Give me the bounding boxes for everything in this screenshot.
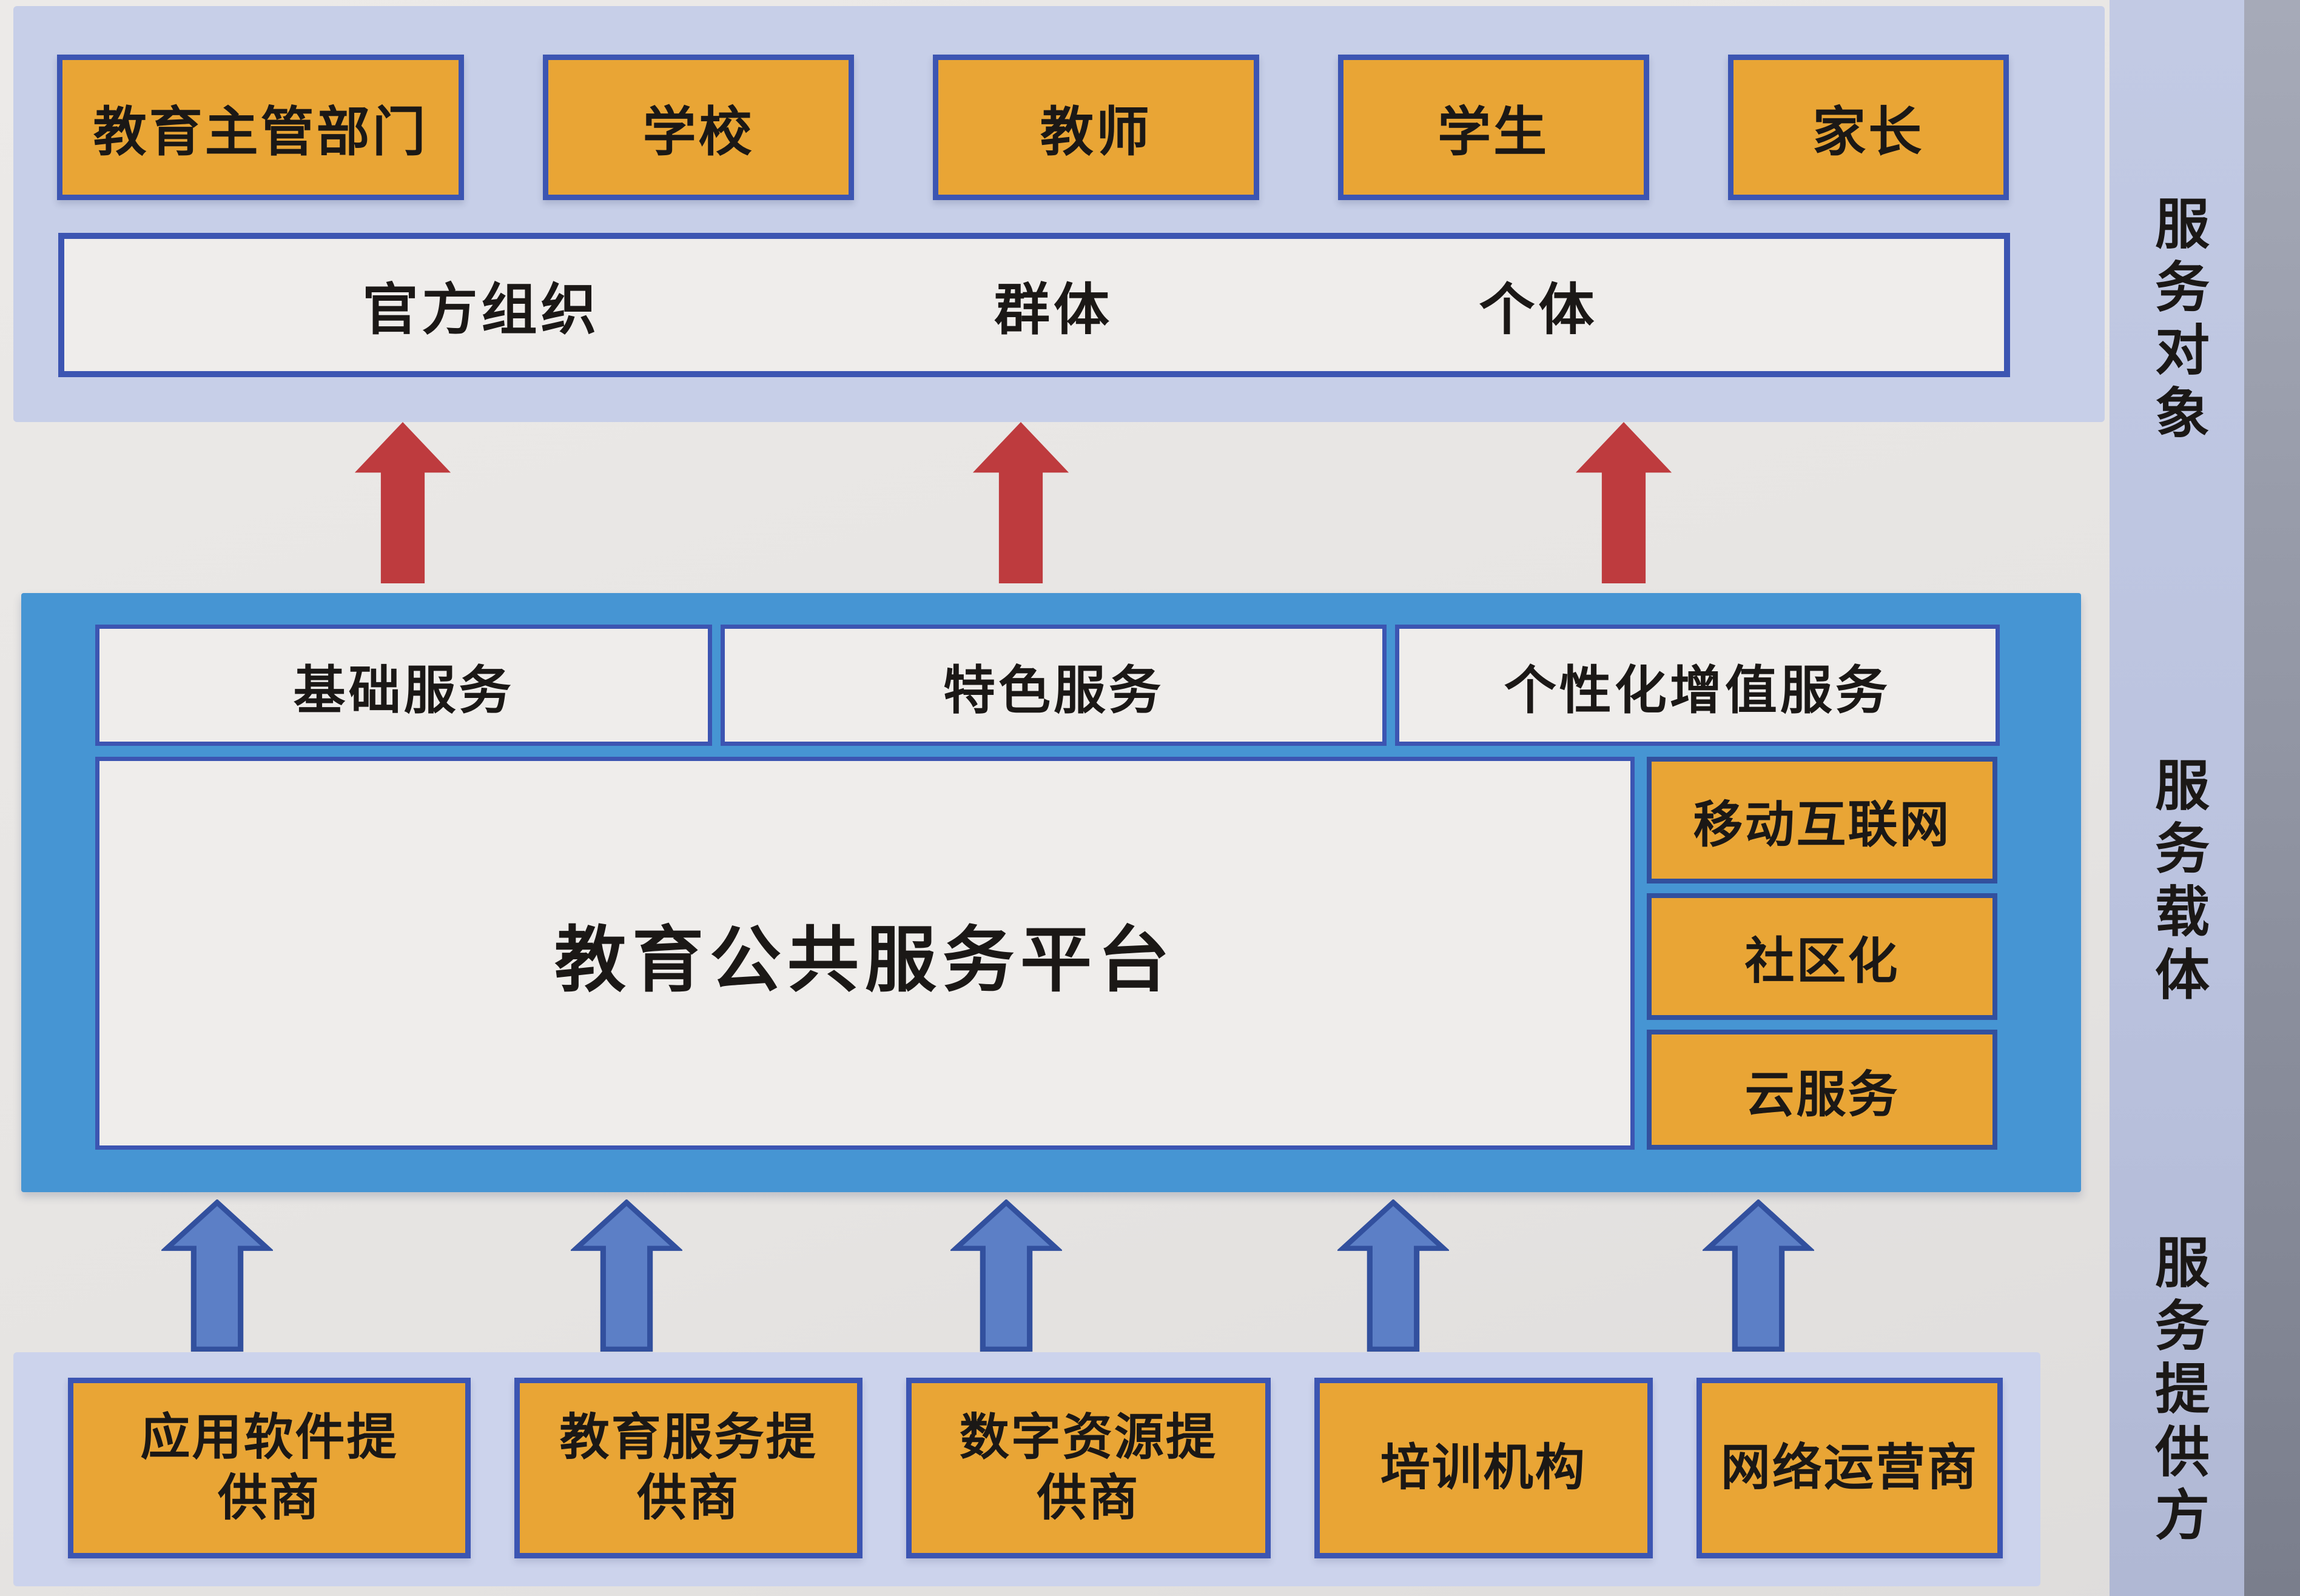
blue-up-arrow-icon	[161, 1199, 273, 1352]
audience-box-label: 学校	[642, 101, 755, 162]
feature-box-cloud-service: 云服务	[1647, 1030, 1997, 1150]
provider-label: 应用软件提 供商	[140, 1409, 398, 1526]
audience-type-group: 群体	[994, 279, 1113, 341]
audience-type-official-org: 官方组织	[362, 279, 600, 341]
education-public-service-platform-box: 教育公共服务平台	[95, 757, 1635, 1150]
provider-box-digital-resource: 数字资源提 供商	[906, 1378, 1271, 1558]
blue-up-arrow-icon	[1337, 1199, 1449, 1352]
platform-feature-stack: 移动互联网 社区化 云服务	[1647, 757, 1997, 1150]
audience-box-parent: 家长	[1727, 55, 2009, 200]
provider-label: 数字资源提 供商	[959, 1409, 1217, 1526]
red-up-arrow-icon	[969, 422, 1073, 583]
feature-box-community: 社区化	[1647, 893, 1997, 1021]
sidebar-label-service-provider: 服务提供方	[2147, 1234, 2207, 1549]
audience-box-label: 教师	[1040, 101, 1152, 162]
audience-box-label: 家长	[1812, 101, 1925, 162]
provider-label: 网络运营商	[1720, 1440, 1979, 1495]
service-type-row: 基础服务 特色服务 个性化增值服务	[95, 625, 2000, 746]
service-type-featured: 特色服务	[721, 625, 1387, 746]
provider-box-network-operator: 网络运营商	[1696, 1378, 2003, 1558]
audience-box-label: 学生	[1438, 101, 1550, 162]
sidebar-label-service-carrier: 服务载体	[2147, 757, 2207, 1009]
audience-box-teacher: 教师	[933, 55, 1259, 200]
audience-box-education-authority: 教育主管部门	[57, 55, 465, 200]
sidebar-label-service-audience: 服务对象	[2147, 195, 2207, 448]
category-sidebar: 服务对象 服务载体 服务提供方	[2110, 0, 2244, 1596]
service-type-label: 个性化增值服务	[1504, 661, 1891, 720]
feature-box-mobile-internet: 移动互联网	[1647, 757, 1997, 884]
red-up-arrow-icon	[351, 422, 455, 583]
audience-box-row: 教育主管部门 学校 教师 学生 家长	[57, 55, 2009, 200]
service-type-personalized-value-added: 个性化增值服务	[1394, 625, 2000, 746]
feature-label: 社区化	[1744, 934, 1900, 990]
provider-box-training-institution: 培训机构	[1314, 1378, 1653, 1558]
feature-label: 云服务	[1744, 1067, 1900, 1122]
red-up-arrow-icon	[1572, 422, 1676, 583]
blue-up-arrow-icon	[1703, 1199, 1814, 1352]
audience-box-student: 学生	[1337, 55, 1649, 200]
audience-box-label: 教育主管部门	[93, 101, 428, 162]
photo-edge-shadow	[2244, 0, 2300, 1596]
platform-title: 教育公共服务平台	[554, 920, 1175, 1001]
provider-box-software: 应用软件提 供商	[68, 1378, 471, 1558]
service-provider-band: 应用软件提 供商 教育服务提 供商 数字资源提 供商 培训机构 网络运营商	[13, 1352, 2040, 1586]
blue-up-arrow-icon	[571, 1199, 682, 1352]
service-type-label: 特色服务	[943, 661, 1165, 720]
service-audience-band: 教育主管部门 学校 教师 学生 家长 官方组织 群体 个体	[13, 6, 2105, 422]
service-type-basic: 基础服务	[95, 625, 713, 746]
audience-category-bar: 官方组织 群体 个体	[58, 233, 2010, 377]
provider-box-row: 应用软件提 供商 教育服务提 供商 数字资源提 供商 培训机构 网络运营商	[68, 1378, 2003, 1558]
service-type-label: 基础服务	[293, 661, 514, 720]
provider-box-education-service: 教育服务提 供商	[514, 1378, 863, 1558]
provider-label: 教育服务提 供商	[559, 1409, 818, 1526]
provider-label: 培训机构	[1380, 1440, 1587, 1495]
feature-label: 移动互联网	[1693, 797, 1951, 853]
audience-box-school: 学校	[543, 55, 855, 200]
service-carrier-container: 基础服务 特色服务 个性化增值服务 教育公共服务平台 移动互联网 社区化 云服务	[21, 593, 2081, 1192]
blue-up-arrow-icon	[950, 1199, 1062, 1352]
audience-type-individual: 个体	[1479, 279, 1598, 341]
